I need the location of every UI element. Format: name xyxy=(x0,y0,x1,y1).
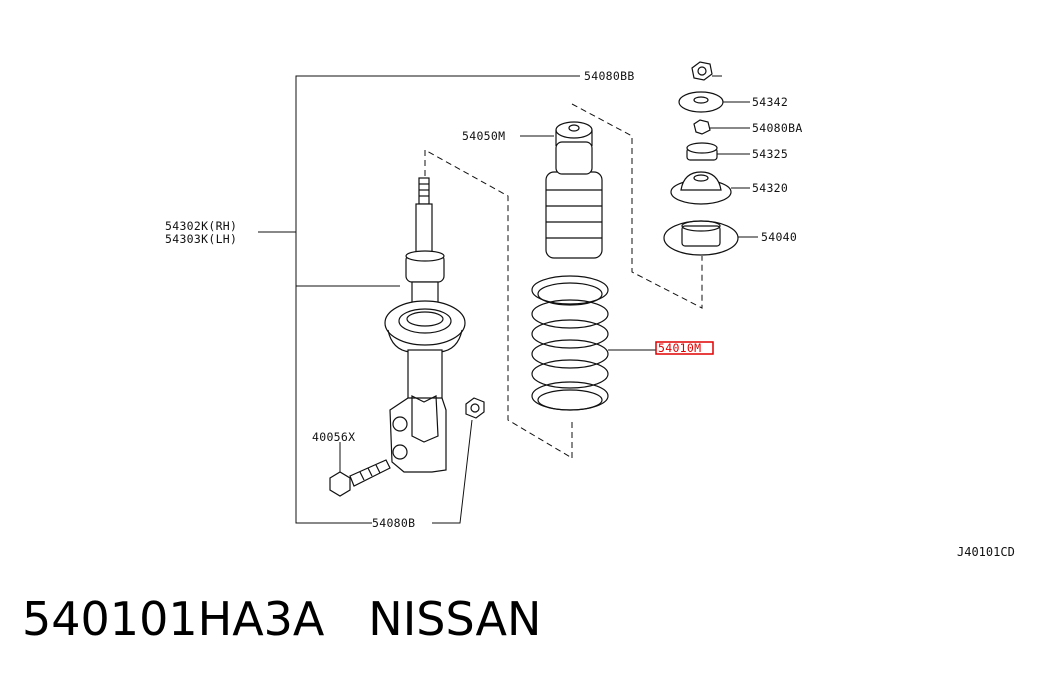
brand-name: NISSAN xyxy=(368,592,542,646)
label-coil-spring: 54010M xyxy=(658,341,701,355)
label-nut-top: 54080BB xyxy=(584,69,635,83)
alignment-dashes-strut xyxy=(424,149,573,459)
label-bolt: 40056X xyxy=(312,430,355,444)
diagram-code: J40101CD xyxy=(957,545,1015,559)
part-number: 540101HA3A xyxy=(22,592,325,646)
shock-absorber-strut xyxy=(384,177,466,473)
label-bushing: 54325 xyxy=(752,147,788,161)
washer-54342 xyxy=(678,91,750,113)
bound-bumper-54050m xyxy=(520,121,603,259)
bushing-54325 xyxy=(686,142,750,161)
label-strut-rh: 54302K(RH) xyxy=(165,219,237,233)
coil-spring-54010m xyxy=(531,275,656,411)
label-mount-insulator: 54320 xyxy=(752,181,788,195)
label-seat: 54040 xyxy=(761,230,797,244)
label-strut-lh: 54303K(LH) xyxy=(165,232,237,246)
label-bound-bumper: 54050M xyxy=(462,129,505,143)
label-nut-small: 54080BA xyxy=(752,121,803,135)
part-caption: 540101HA3A NISSAN xyxy=(22,596,541,642)
seat-54040 xyxy=(663,220,758,256)
nut-54080b xyxy=(432,397,485,524)
bolt-40056x xyxy=(329,442,391,497)
alignment-dashes-upper xyxy=(571,103,703,309)
label-washer: 54342 xyxy=(752,95,788,109)
nut-54080ba xyxy=(693,119,750,135)
label-nut-bottom: 54080B xyxy=(372,516,415,530)
nut-54080bb xyxy=(691,61,722,81)
strut-bracket-lines xyxy=(258,75,580,524)
mount-insulator-54320 xyxy=(670,171,750,205)
highlight-box xyxy=(655,341,714,355)
